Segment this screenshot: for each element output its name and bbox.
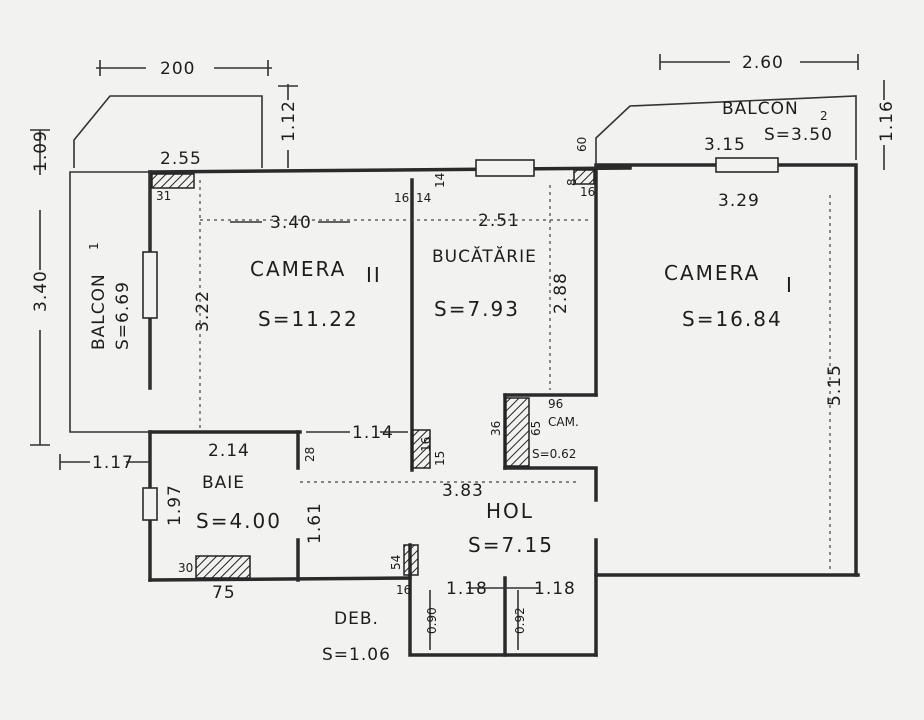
balcon1-outline [69,171,151,433]
dim-16c: 16 [419,437,433,452]
camera1-outer-wall [594,163,858,577]
kitchen-corner [573,169,595,185]
dim-16b: 16 [580,185,595,199]
dim-54: 54 [389,555,403,570]
hatched-elements [151,169,595,579]
dim-line-260 [659,54,859,70]
camera2-window [142,251,158,319]
dim-340-top: 3.40 [270,213,312,233]
dimension-lines [30,54,885,650]
camera1-area: S=16.84 [682,307,783,331]
dim-line-deb [429,590,519,650]
dim-75: 75 [212,583,236,603]
dim-14b: 14 [433,173,447,188]
camera2-numeral: II [366,263,382,287]
dim-197: 1.97 [165,484,185,526]
dim-line-340-left [30,210,50,446]
dim-30: 30 [178,561,193,575]
cam-shaft [504,397,530,467]
deb-name: DEB. [334,609,379,629]
deb-area: S=1.06 [322,645,391,665]
dim-36: 36 [489,421,503,436]
balcon2-name: BALCON [722,99,799,119]
dim-28: 28 [303,447,317,462]
dim-251: 2.51 [478,211,520,231]
baie-window [142,487,158,521]
balcon1-area: S=6.69 [113,281,133,350]
balcon2-outline [595,95,857,165]
kitchen-area: S=7.93 [434,297,520,321]
dim-31: 31 [156,189,171,203]
dim-288: 2.88 [551,272,571,314]
deb-walls [408,543,598,657]
kitchen-name: BUCĂTĂRIE [432,245,537,267]
deb-column [403,544,419,576]
dim-214: 2.14 [208,441,250,461]
dim-200: 200 [160,59,195,79]
corner-column [151,173,195,189]
dim-line-112 [278,84,298,168]
dim-260: 2.60 [742,53,784,73]
baie-fixture [195,555,251,579]
dim-383: 3.83 [442,481,484,501]
dim-line-200 [96,60,272,76]
dim-15: 15 [433,451,447,466]
camera1-name: CAMERA [664,261,760,285]
dim-118a: 1.18 [446,579,488,599]
kitchen-window [475,159,535,177]
dim-161: 1.61 [305,502,325,544]
dim-line-117 [59,454,150,470]
camera2-area: S=11.22 [258,307,359,331]
dim-090: 0.90 [425,607,439,634]
camera2-name: CAMERA [250,257,346,281]
baie-area: S=4.00 [196,509,282,533]
bottom-wall-left [148,576,412,582]
dimension-labels: 200 2.60 1.12 1.16 1.09 2.55 3.15 3.40 2… [31,53,897,634]
balcon2-index: 2 [820,109,828,123]
dim-60: 60 [575,137,589,152]
dim-line-109 [30,129,50,175]
balcon1-index: 1 [87,242,101,250]
walls [148,163,860,657]
dim-14a: 14 [416,191,431,205]
balcon1-upper-outline [73,95,263,168]
dim-65: 65 [529,421,543,436]
dim-109: 1.09 [31,130,51,172]
dim-515: 5.15 [825,364,845,406]
balcon1-label-group: BALCON 1 S=6.69 [87,242,133,350]
cam-name: CAM. [548,415,579,429]
dim-092: 0.92 [513,607,527,634]
top-wall [148,166,632,174]
hol-area: S=7.15 [468,533,554,557]
dim-96: 96 [548,397,563,411]
hol-name: HOL [486,499,534,523]
balcon2-area: S=3.50 [764,125,833,145]
dim-340-left: 3.40 [31,270,51,312]
dim-255: 2.55 [160,149,202,169]
dim-114: 1.14 [352,423,394,443]
cam-area: S=0.62 [532,447,576,461]
camera1-numeral: I [786,273,794,297]
dim-315: 3.15 [704,135,746,155]
windows [142,157,779,521]
room-labels: CAMERA II S=11.22 BUCĂTĂRIE S=7.93 CAMER… [87,99,833,665]
balconies [69,95,857,570]
dim-112: 1.12 [279,100,299,142]
dim-329: 3.29 [718,191,760,211]
baie-name: BAIE [202,473,245,493]
dim-117: 1.17 [92,453,134,473]
dim-16d: 16 [396,583,411,597]
camera1-window [715,157,779,173]
balcon1-name: BALCON [89,273,109,350]
dim-116: 1.16 [877,100,897,142]
dim-8: 8 [565,178,579,186]
dim-322: 3.22 [193,290,213,332]
dim-16a: 16 [394,191,409,205]
hol-column [411,429,431,469]
dim-118b: 1.18 [534,579,576,599]
